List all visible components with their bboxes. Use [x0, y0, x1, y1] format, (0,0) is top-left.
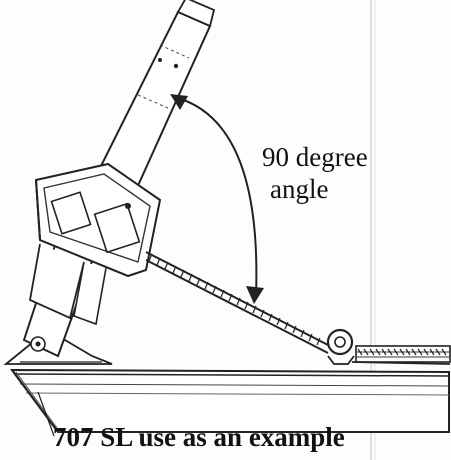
mast-clamp	[28, 162, 162, 326]
angle-arc	[170, 94, 264, 304]
mast-tube	[94, 0, 216, 192]
example-caption: 707 SL use as an example	[53, 422, 345, 452]
deck-plate	[10, 368, 450, 433]
angle-label-line2: angle	[270, 174, 329, 204]
deck-shackle	[326, 328, 355, 365]
angle-label-line1: 90 degree	[262, 142, 368, 172]
arrowhead-bottom	[246, 286, 264, 304]
deck-track	[351, 345, 451, 365]
stay-line	[145, 251, 331, 354]
caption-leader	[37, 391, 55, 437]
arrowhead-top	[170, 94, 188, 110]
